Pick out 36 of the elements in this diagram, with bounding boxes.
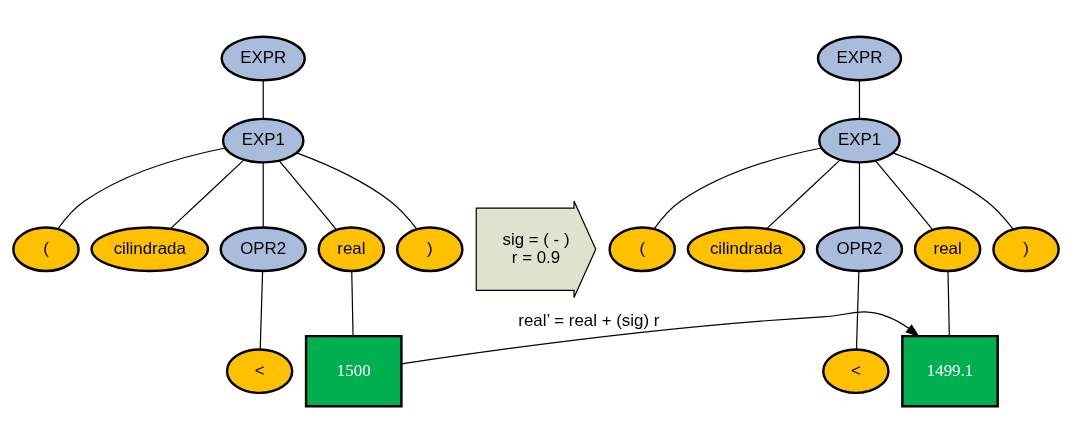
connector (892, 152, 1014, 230)
connector (259, 270, 264, 350)
connector (858, 162, 861, 229)
node-box: 1499.1 (901, 334, 999, 408)
node-ellipse: cilindrada (686, 226, 806, 273)
node-ellipse: OPR2 (815, 226, 904, 273)
node-ellipse: real (913, 226, 982, 273)
node-ellipse: EXP1 (818, 117, 901, 164)
connector (262, 80, 264, 119)
connector (653, 147, 823, 230)
node-ellipse: OPR2 (219, 226, 307, 273)
connector (296, 152, 418, 230)
node-ellipse: ) (396, 226, 464, 273)
connector (947, 270, 950, 337)
arrow (400, 311, 920, 365)
connector (874, 160, 934, 231)
connector (858, 80, 861, 119)
node-box: 1500 (304, 334, 403, 408)
connector (855, 270, 860, 350)
connector (278, 160, 337, 231)
node-ellipse: EXP1 (221, 117, 305, 164)
node-ellipse: ) (992, 226, 1060, 273)
node-ellipse: EXPR (220, 35, 306, 82)
node-ellipse: EXPR (816, 35, 903, 82)
node-ellipse: ( (608, 226, 676, 273)
connector (169, 159, 245, 230)
node-ellipse: < (822, 348, 890, 395)
node-ellipse: < (225, 348, 294, 395)
edge-label: real’ = real + (sig) r (518, 311, 660, 331)
node-ellipse: real (317, 226, 386, 273)
connector (262, 162, 264, 229)
node-ellipse: ( (12, 226, 80, 273)
connector (57, 147, 226, 230)
connector (351, 270, 354, 337)
node-ellipse: cilindrada (90, 226, 210, 273)
connector (765, 159, 841, 230)
